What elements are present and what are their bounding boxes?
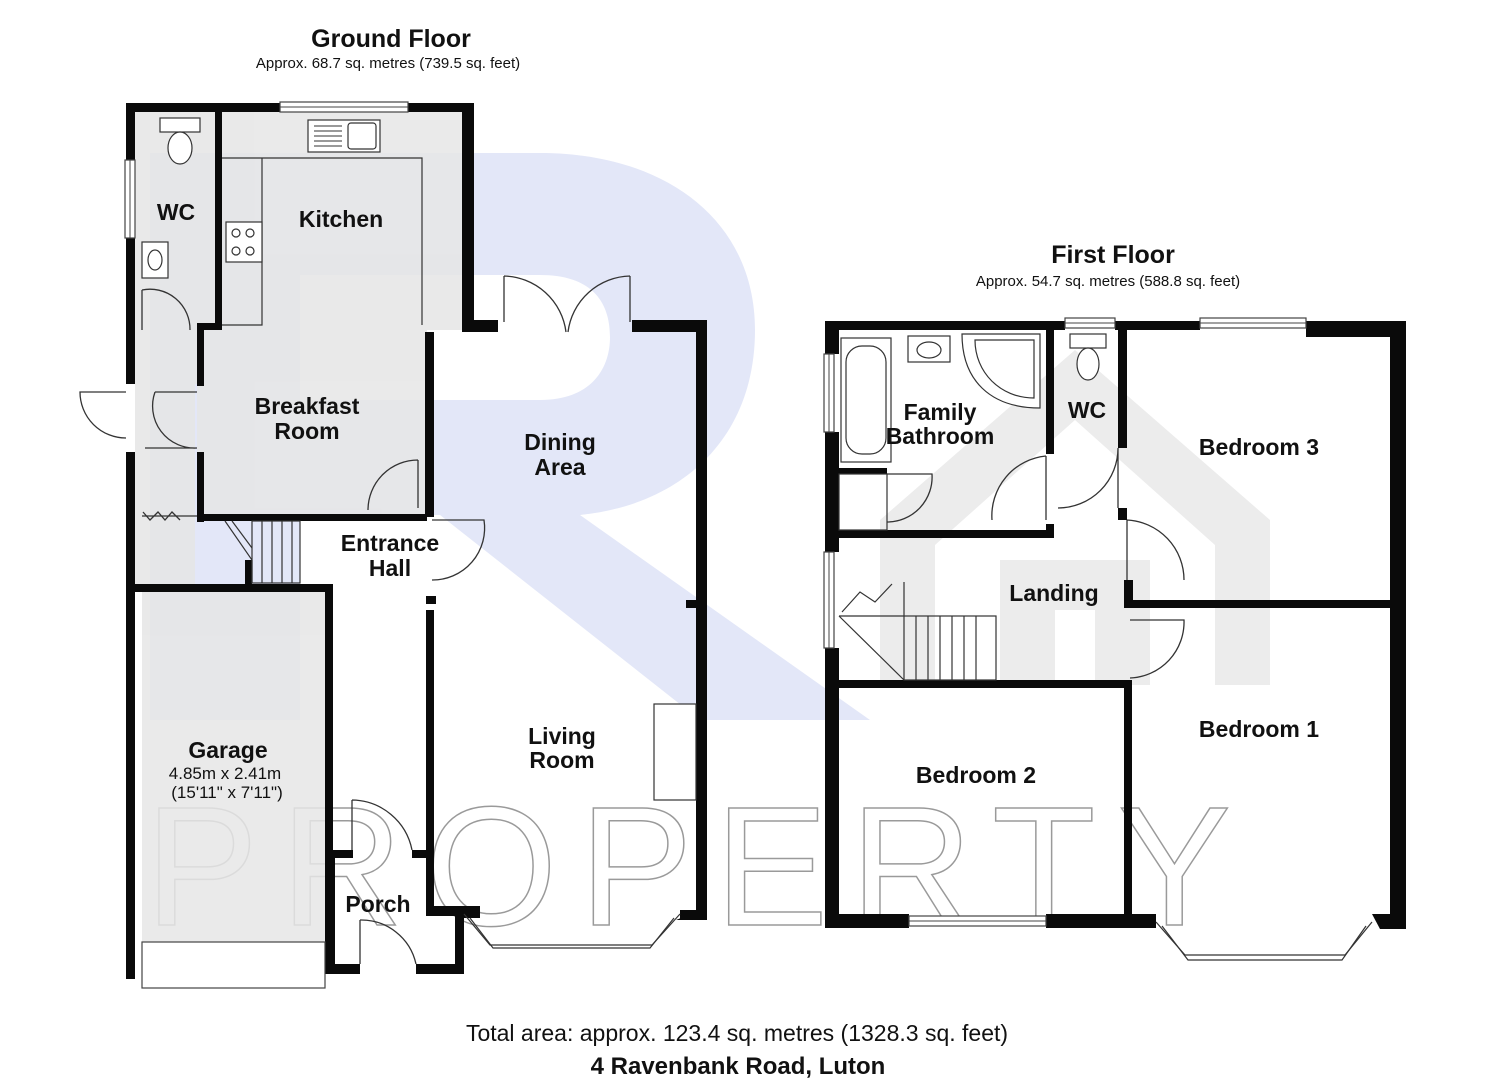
room-label-living-line1: Living bbox=[528, 723, 596, 749]
ground-floor-shading bbox=[135, 112, 467, 942]
room-label-entrance-line1: Entrance bbox=[341, 530, 439, 556]
ground-floor-windows bbox=[124, 101, 681, 989]
ground-floor-title: Ground Floor bbox=[311, 25, 471, 53]
room-label-entrance-line2: Hall bbox=[369, 555, 411, 581]
room-label-bathroom-line1: Family bbox=[904, 399, 977, 425]
room-label-bedroom-3: Bedroom 3 bbox=[1199, 434, 1319, 460]
room-label-breakfast-line2: Room bbox=[274, 418, 339, 444]
first-floor-plan: Family Bathroom WC Bedroom 3 Landing Bed… bbox=[823, 317, 1406, 961]
first-floor-windows bbox=[823, 317, 1373, 961]
room-label-dining-line1: Dining bbox=[524, 429, 596, 455]
ground-floor-walls bbox=[126, 103, 707, 979]
room-label-ff-wc: WC bbox=[1068, 397, 1106, 423]
total-area: Total area: approx. 123.4 sq. metres (13… bbox=[466, 1020, 1008, 1046]
room-label-gf-wc: WC bbox=[157, 199, 195, 225]
room-label-porch: Porch bbox=[345, 891, 410, 917]
room-label-garage: Garage bbox=[188, 737, 267, 763]
ground-floor-doors bbox=[79, 275, 631, 965]
ground-floor-plan: WC Kitchen Breakfast Room Dining Area En… bbox=[79, 101, 707, 989]
room-label-bedroom-2: Bedroom 2 bbox=[916, 762, 1036, 788]
first-floor-labels: Family Bathroom WC Bedroom 3 Landing Bed… bbox=[886, 397, 1320, 788]
property-address: 4 Ravenbank Road, Luton bbox=[591, 1053, 886, 1080]
room-label-living-line2: Room bbox=[529, 747, 594, 773]
watermark-monogram bbox=[150, 153, 870, 720]
garage-dimensions-imperial: (15'11" x 7'11") bbox=[171, 783, 283, 802]
watermark-house bbox=[880, 350, 1270, 685]
ground-floor-labels: WC Kitchen Breakfast Room Dining Area En… bbox=[157, 199, 596, 917]
room-label-dining-line2: Area bbox=[534, 454, 585, 480]
garage-dimensions-metric: 4.85m x 2.41m bbox=[169, 764, 281, 783]
first-floor-walls bbox=[825, 321, 1406, 929]
first-floor-fixtures bbox=[838, 333, 1107, 681]
room-label-bathroom-line2: Bathroom bbox=[886, 423, 995, 449]
ground-floor-area: Approx. 68.7 sq. metres (739.5 sq. feet) bbox=[256, 55, 520, 72]
first-floor-area: Approx. 54.7 sq. metres (588.8 sq. feet) bbox=[976, 273, 1240, 290]
room-label-landing: Landing bbox=[1009, 580, 1098, 606]
first-floor-title: First Floor bbox=[1051, 241, 1175, 269]
room-label-kitchen: Kitchen bbox=[299, 206, 383, 232]
first-floor-doors bbox=[886, 447, 1185, 679]
ground-floor-fixtures bbox=[141, 117, 697, 801]
room-label-breakfast-line1: Breakfast bbox=[255, 393, 360, 419]
room-label-bedroom-1: Bedroom 1 bbox=[1199, 716, 1319, 742]
